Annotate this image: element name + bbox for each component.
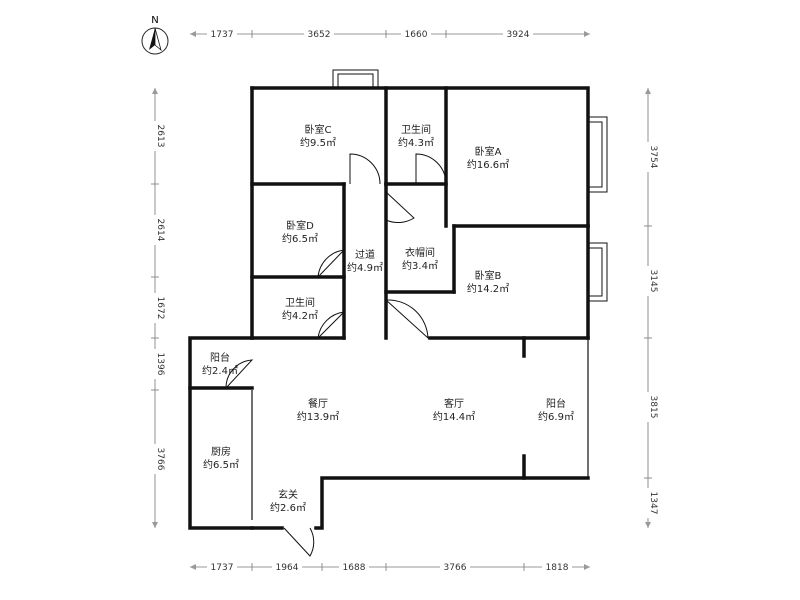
- dim-top-1: 1737: [211, 30, 234, 40]
- door-bathroom-1: [415, 153, 447, 185]
- compass-needle-light: [154, 27, 162, 52]
- dim-right-2: 3145: [648, 270, 658, 293]
- room-name-dining: 餐厅: [308, 397, 328, 410]
- door-balcony-small: [225, 359, 254, 389]
- dim-top-2: 3652: [308, 30, 331, 40]
- dim-right-3: 3815: [648, 396, 658, 419]
- room-area-bathroom-2: 约4.2㎡: [282, 309, 318, 322]
- dim-top-3: 1660: [405, 30, 428, 40]
- room-name-cloakroom: 衣帽间: [405, 246, 435, 259]
- dim-right-1: 3754: [648, 146, 658, 169]
- room-area-balcony-large: 约6.9㎡: [538, 410, 574, 423]
- dim-left-3: 1672: [155, 297, 165, 320]
- room-area-kitchen: 约6.5㎡: [203, 458, 239, 471]
- room-name-corridor: 过道: [355, 248, 375, 261]
- dim-bottom-1: 1737: [211, 563, 234, 573]
- dim-right-4: 1347: [648, 492, 658, 515]
- room-area-bathroom-1: 约4.3㎡: [398, 136, 434, 149]
- room-area-bedroom-b: 约14.2㎡: [467, 282, 509, 295]
- room-labels: 卧室C 约9.5㎡ 卫生间 约4.3㎡ 卧室A 约16.6㎡ 卧室D 约6.5㎡…: [202, 123, 574, 514]
- dim-left-4: 1396: [155, 353, 165, 376]
- dim-bottom-2: 1964: [276, 563, 299, 573]
- compass-needle-icon: [149, 28, 155, 50]
- room-area-entrance: 约2.6㎡: [270, 501, 306, 514]
- room-area-dining: 约13.9㎡: [297, 410, 339, 423]
- door-bedroom-a: [385, 191, 415, 224]
- room-name-balcony-small: 阳台: [210, 351, 230, 364]
- bottom-dimension-line: 1737 1964 1688 3766 1818: [190, 560, 590, 574]
- room-name-balcony-large: 阳台: [546, 397, 566, 410]
- top-dimension-line: 1737 3652 1660 3924: [190, 27, 590, 41]
- dim-bottom-5: 1818: [546, 563, 569, 573]
- door-bedroom-b: [385, 299, 429, 340]
- compass-label: N: [151, 15, 158, 26]
- dim-left-2: 2614: [155, 219, 165, 242]
- door-bedroom-c: [349, 153, 381, 185]
- room-area-bedroom-c: 约9.5㎡: [300, 136, 336, 149]
- walls: [188, 86, 590, 530]
- door-entrance: [283, 527, 315, 557]
- room-name-bedroom-a: 卧室A: [475, 145, 502, 158]
- right-dimension-line: 3754 3145 3815 1347: [641, 88, 658, 528]
- room-name-bedroom-c: 卧室C: [305, 123, 332, 136]
- window-bedroom-c-inner: [337, 73, 374, 89]
- dim-bottom-4: 3766: [444, 563, 467, 573]
- room-name-kitchen: 厨房: [211, 445, 231, 458]
- window-bedroom-a-inner: [587, 121, 603, 188]
- room-area-bedroom-a: 约16.6㎡: [467, 158, 509, 171]
- room-name-living: 客厅: [444, 397, 464, 410]
- room-name-bathroom-2: 卫生间: [285, 296, 315, 309]
- dim-left-5: 3766: [155, 448, 165, 471]
- room-name-bedroom-d: 卧室D: [286, 219, 314, 232]
- dim-top-4: 3924: [507, 30, 530, 40]
- room-area-living: 约14.4㎡: [433, 410, 475, 423]
- room-area-bedroom-d: 约6.5㎡: [282, 232, 318, 245]
- room-name-bedroom-b: 卧室B: [475, 269, 502, 282]
- door-bedroom-d: [317, 249, 346, 278]
- room-name-bathroom-1: 卫生间: [401, 123, 431, 136]
- window-bedroom-b-inner: [587, 247, 603, 297]
- dim-bottom-3: 1688: [343, 563, 366, 573]
- room-area-corridor: 约4.9㎡: [347, 261, 383, 274]
- door-bathroom-2: [317, 311, 346, 339]
- doors: [225, 153, 447, 557]
- left-dimension-line: 2613 2614 1672 1396 3766: [148, 88, 165, 528]
- room-name-entrance: 玄关: [278, 488, 298, 501]
- room-area-balcony-small: 约2.4㎡: [202, 364, 238, 377]
- compass: N: [141, 15, 169, 55]
- room-area-cloakroom: 约3.4㎡: [402, 259, 438, 272]
- dim-left-1: 2613: [155, 125, 165, 148]
